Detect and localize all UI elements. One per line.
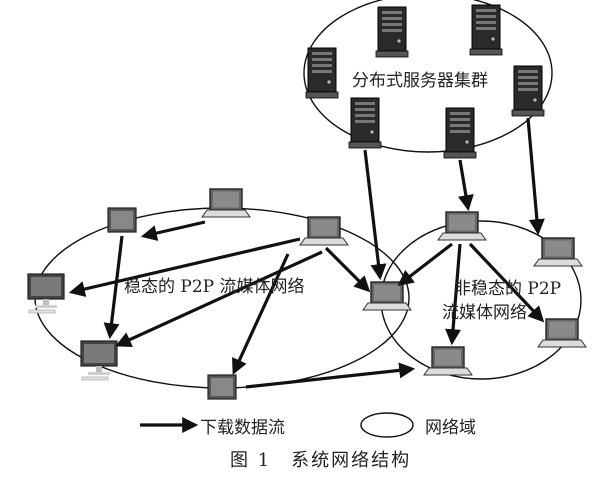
download-arrow: [324, 246, 371, 293]
download-arrow: [397, 242, 453, 286]
tablet-icon: [107, 207, 137, 233]
server-icon: [469, 4, 503, 56]
steady-network-label: 稳态的 P2P 流媒体网络: [124, 277, 305, 297]
laptop-icon: [299, 216, 349, 246]
download-arrow: [245, 362, 416, 389]
laptop-icon: [362, 281, 412, 311]
download-arrow: [103, 235, 124, 340]
unsteady-network-label-line1: 非稳态的 P2P: [454, 279, 562, 299]
laptop-icon: [201, 188, 251, 218]
network-domain-icon: [360, 412, 414, 438]
download-arrow: [115, 250, 323, 347]
laptop-icon: [533, 237, 583, 267]
download-arrow: [68, 237, 301, 297]
download-arrow: [468, 242, 545, 323]
legend-download-label: 下载数据流: [200, 418, 285, 438]
download-arrow: [526, 117, 545, 236]
desktop-monitor-icon: [80, 340, 118, 381]
tablet-icon: [207, 374, 237, 400]
server-icon: [511, 65, 545, 117]
legend-domain-label: 网络域: [425, 418, 476, 438]
server-icon: [375, 6, 409, 58]
unsteady-network-label-line2: 流媒体网络: [442, 303, 527, 323]
server-icon: [305, 47, 339, 99]
server-icon: [443, 107, 477, 159]
laptop-icon: [423, 346, 473, 376]
laptop-icon: [537, 318, 587, 348]
download-arrow: [458, 159, 474, 212]
download-arrow: [140, 220, 206, 241]
server-icon: [348, 97, 382, 149]
desktop-monitor-icon: [27, 273, 65, 314]
server-cluster-label: 分布式服务器集群: [352, 71, 488, 91]
download-arrow: [445, 243, 462, 346]
server-cluster-domain: [303, 0, 553, 153]
download-arrow: [363, 149, 387, 281]
download-arrow: [232, 253, 290, 375]
figure-caption: 图 1 系统网络结构: [230, 450, 412, 471]
